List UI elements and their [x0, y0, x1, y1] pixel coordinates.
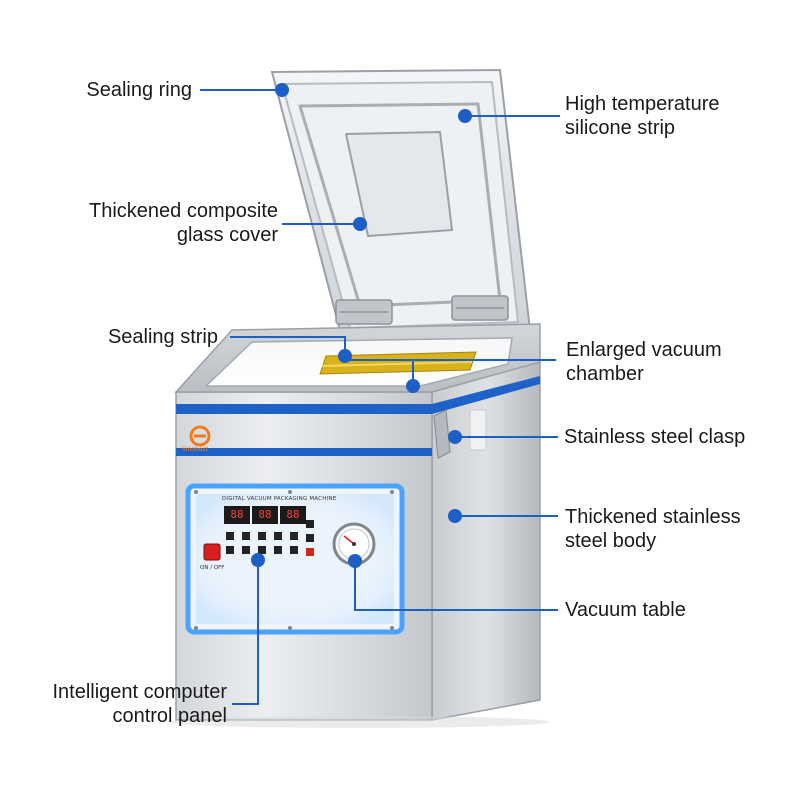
dot-vacuum-table	[348, 554, 362, 568]
dot-sealing-ring	[275, 83, 289, 97]
callout-vacuum-chamber: Enlarged vacuum chamber	[566, 338, 722, 386]
panel-screws	[194, 490, 394, 630]
callout-steel-body-line-2: steel body	[565, 530, 657, 552]
callout-sealing-strip-line-1: Sealing strip	[107, 326, 218, 348]
callout-silicone-strip-line-2: silicone strip	[565, 117, 676, 139]
panel-buttons	[226, 520, 314, 556]
led-display-2: 88	[258, 508, 272, 521]
callout-vacuum-chamber-line-1: Enlarged vacuum	[566, 339, 722, 361]
callout-vacuum-chamber-line-2: chamber	[566, 363, 644, 385]
dot-glass-cover	[353, 217, 367, 231]
callout-silicone-strip-line-1: High temperature	[565, 93, 720, 115]
callout-sealing-ring-line-1: Sealing ring	[86, 79, 192, 101]
line-control-panel	[232, 560, 259, 705]
vacuum-gauge	[332, 522, 376, 566]
dot-steel-body	[448, 509, 462, 523]
callout-vacuum-table-line-1: Vacuum table	[565, 599, 686, 621]
power-switch	[203, 543, 221, 561]
callout-glass-cover-line-2: glass cover	[176, 224, 278, 246]
callout-vacuum-table: Vacuum table	[565, 598, 686, 622]
dot-sealing-strip	[338, 349, 352, 363]
glass-cover-lid	[270, 68, 532, 340]
callout-sealing-strip: Sealing strip	[108, 325, 218, 349]
blue-band	[176, 404, 432, 414]
power-switch-label: ON / OFF	[200, 565, 225, 571]
callout-steel-clasp: Stainless steel clasp	[564, 425, 745, 449]
steel-clasp	[433, 409, 451, 459]
callout-glass-cover: Thickened composite glass cover	[89, 199, 278, 247]
callout-sealing-ring: Sealing ring	[86, 78, 192, 102]
brand-name: Sinobest	[182, 446, 208, 453]
callout-steel-body-line-1: Thickened stainless	[565, 506, 741, 528]
callout-steel-body: Thickened stainless steel body	[565, 505, 741, 553]
callout-glass-cover-line-1: Thickened composite	[89, 200, 278, 222]
line-vacuum-table	[354, 561, 558, 611]
brand-logo	[189, 425, 211, 447]
callout-control-panel-line-1: Intelligent computer	[52, 681, 227, 703]
callout-control-panel-line-2: control panel	[112, 705, 227, 727]
callout-silicone-strip: High temperature silicone strip	[565, 92, 720, 140]
line-sealing-strip	[230, 336, 346, 356]
callout-control-panel: Intelligent computer control panel	[52, 680, 227, 728]
dot-vacuum-chamber	[406, 379, 420, 393]
dot-silicone-strip	[458, 109, 472, 123]
panel-title: DIGITAL VACUUM PACKAGING MACHINE	[222, 496, 337, 502]
led-displays	[224, 506, 306, 524]
callout-steel-clasp-line-1: Stainless steel clasp	[564, 426, 746, 448]
led-display-1: 88	[230, 508, 244, 521]
led-display-3: 88	[286, 508, 300, 521]
dot-control-panel	[251, 553, 265, 567]
dot-steel-clasp	[448, 430, 462, 444]
